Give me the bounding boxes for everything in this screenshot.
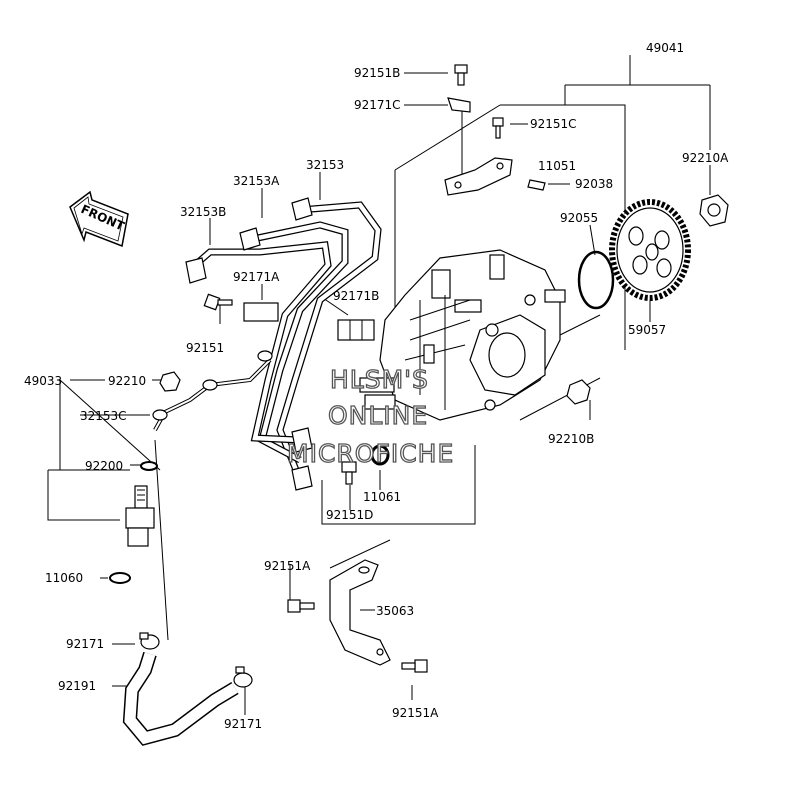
injector-nozzle [125, 485, 155, 547]
label-11051: 11051 [538, 159, 576, 173]
part-labels: 49041 92151B 92171C 92151C 11051 92038 9… [24, 41, 729, 731]
gear-59057 [609, 199, 691, 301]
clamp-92171B [337, 319, 375, 341]
bracket-35063 [329, 559, 391, 666]
leak-off-pipe-32153C [152, 350, 273, 431]
clamp-92171-right [233, 666, 253, 688]
label-92151: 92151 [186, 341, 224, 355]
label-92038: 92038 [575, 177, 613, 191]
label-92151D: 92151D [326, 508, 373, 522]
nut-92210B [566, 379, 591, 405]
bolt-92151A-top [287, 599, 315, 613]
washer-11060 [109, 572, 131, 584]
hose-92191 [122, 651, 239, 746]
label-92210A: 92210A [682, 151, 729, 165]
bolt-92151D [341, 461, 357, 485]
label-92151B: 92151B [354, 66, 400, 80]
label-32153: 32153 [306, 158, 344, 172]
bolt-92151A-bottom [401, 659, 428, 673]
injection-pipes [185, 197, 382, 491]
label-92171C: 92171C [354, 98, 401, 112]
label-11061: 11061 [363, 490, 401, 504]
label-92210B: 92210B [548, 432, 594, 446]
washer-92200 [140, 461, 158, 471]
label-92055: 92055 [560, 211, 598, 225]
label-32153B: 32153B [180, 205, 226, 219]
clamp-92171A [243, 302, 279, 322]
key-92038 [527, 179, 546, 191]
bolt-92151C [492, 117, 504, 139]
watermark: HLSM'S ONLINE MICROFICHE [286, 364, 454, 468]
label-92191: 92191 [58, 679, 96, 693]
label-32153A: 32153A [233, 174, 280, 188]
label-35063: 35063 [376, 604, 414, 618]
nut-92210 [159, 371, 181, 392]
label-49033: 49033 [24, 374, 62, 388]
bracket-11051 [444, 157, 513, 196]
bolt-92151 [203, 293, 233, 311]
o-ring-92055 [577, 250, 615, 310]
injection-pump-body [359, 249, 566, 421]
clip-92171C [447, 97, 471, 113]
label-92200: 92200 [85, 459, 123, 473]
label-92151A-bottom: 92151A [392, 706, 439, 720]
label-92171-b: 92171 [224, 717, 262, 731]
label-92210: 92210 [108, 374, 146, 388]
clamp-92171-left [139, 632, 160, 650]
label-32153C: 32153C [80, 409, 127, 423]
washer-11061 [370, 444, 390, 466]
label-11060: 11060 [45, 571, 83, 585]
watermark-line3: MICROFICHE [287, 439, 454, 468]
label-92151C: 92151C [530, 117, 577, 131]
watermark-line1: HLSM'S [330, 365, 429, 394]
label-92171B: 92171B [333, 289, 379, 303]
label-59057: 59057 [628, 323, 666, 337]
label-92171-a: 92171 [66, 637, 104, 651]
label-49041: 49041 [646, 41, 684, 55]
leader-lines [47, 55, 711, 715]
label-92151A-top: 92151A [264, 559, 311, 573]
watermark-line2: ONLINE [328, 401, 428, 430]
nut-92210A [699, 194, 729, 227]
label-92171A: 92171A [233, 270, 280, 284]
front-arrow-icon [69, 190, 129, 248]
bolt-92151B [454, 64, 468, 86]
